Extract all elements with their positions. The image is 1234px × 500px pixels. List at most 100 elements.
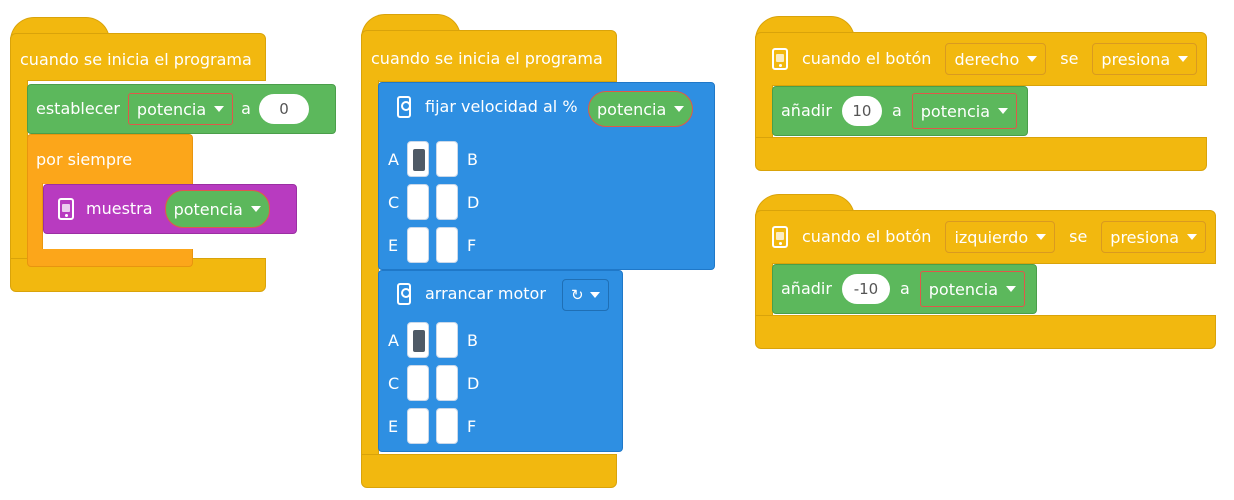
stack-bottom	[755, 315, 1216, 349]
stack-wrapper-side	[755, 85, 773, 145]
motor-icon	[397, 96, 411, 118]
port-f-toggle[interactable]	[436, 408, 458, 444]
port-label-e: E	[388, 417, 399, 436]
port-b-toggle[interactable]	[436, 141, 458, 177]
port-d-toggle[interactable]	[436, 365, 458, 401]
add-variable-name: potencia	[920, 101, 990, 121]
speed-variable-name: potencia	[597, 99, 667, 119]
port-label-a: A	[388, 150, 399, 169]
add-variable-dropdown[interactable]: potencia	[919, 271, 1025, 307]
set-label: establecer	[36, 99, 120, 118]
port-label-d: D	[467, 193, 480, 212]
port-d-toggle[interactable]	[436, 184, 458, 220]
button-choice: derecho	[954, 49, 1020, 69]
set-value-input[interactable]: 0	[258, 94, 309, 124]
port-label-f: F	[467, 236, 477, 255]
display-block[interactable]: muestra potencia	[43, 184, 297, 234]
stack-program-start-2[interactable]: cuando se inicia el programa fijar veloc…	[361, 14, 721, 488]
add-to-label: a	[891, 101, 902, 120]
se-label: se	[1069, 227, 1088, 246]
chevron-down-icon	[1187, 234, 1198, 240]
chevron-down-icon	[214, 106, 225, 112]
port-e-toggle[interactable]	[407, 227, 429, 263]
display-label: muestra	[86, 199, 153, 218]
stack-bottom	[755, 137, 1207, 171]
add-to-label: a	[899, 279, 910, 298]
display-variable-dropdown[interactable]: potencia	[164, 190, 270, 228]
hat-label: cuando el botón	[802, 227, 932, 246]
chevron-down-icon	[998, 108, 1008, 114]
hat-block[interactable]: cuando se inicia el programa	[361, 30, 617, 82]
chevron-down-icon	[1006, 286, 1016, 292]
port-e-toggle[interactable]	[407, 408, 429, 444]
hat-label: cuando el botón	[802, 49, 932, 68]
hat-label: cuando se inicia el programa	[371, 49, 603, 68]
port-b-toggle[interactable]	[436, 322, 458, 358]
port-c-toggle[interactable]	[407, 365, 429, 401]
port-a-toggle[interactable]	[407, 322, 429, 358]
port-label-a: A	[388, 331, 399, 350]
port-f-toggle[interactable]	[436, 227, 458, 263]
hub-icon	[772, 48, 788, 70]
speed-variable-dropdown[interactable]: potencia	[588, 91, 694, 127]
port-label-b: B	[467, 150, 478, 169]
button-choice: izquierdo	[954, 227, 1029, 247]
add-variable-dropdown[interactable]: potencia	[911, 93, 1017, 129]
action-dropdown[interactable]: presiona	[1101, 221, 1207, 253]
port-label-f: F	[467, 417, 477, 436]
display-variable-name: potencia	[173, 199, 243, 219]
chevron-down-icon	[1178, 56, 1189, 62]
stack-program-start-1[interactable]: cuando se inicia el programa establecer …	[10, 17, 336, 292]
se-label: se	[1060, 49, 1079, 68]
add-to-variable-block[interactable]: añadir 10 a potencia	[772, 86, 1028, 136]
add-value-input[interactable]: -10	[841, 274, 890, 304]
direction-dropdown[interactable]: ↻	[562, 279, 609, 311]
add-value-input[interactable]: 10	[841, 96, 882, 126]
chevron-down-icon	[589, 292, 600, 298]
add-label: añadir	[781, 279, 832, 298]
stack-button-left[interactable]: cuando el botón izquierdo se presiona añ…	[755, 194, 1216, 349]
add-variable-name: potencia	[928, 279, 998, 299]
forever-block[interactable]: por siempre	[27, 134, 193, 184]
hat-label: cuando se inicia el programa	[20, 50, 252, 69]
port-label-d: D	[467, 374, 480, 393]
forever-bottom	[27, 249, 193, 267]
add-to-variable-block[interactable]: añadir -10 a potencia	[772, 264, 1037, 314]
hub-icon	[58, 198, 74, 220]
chevron-down-icon	[1036, 234, 1047, 240]
rotate-clockwise-icon: ↻	[571, 286, 584, 304]
port-c-toggle[interactable]	[407, 184, 429, 220]
stack-button-right[interactable]: cuando el botón derecho se presiona añad…	[755, 16, 1207, 171]
set-variable-dropdown[interactable]: potencia	[127, 93, 234, 125]
set-speed-label: fijar velocidad al %	[425, 97, 578, 116]
set-speed-block[interactable]: fijar velocidad al % potencia A B C D E …	[378, 82, 715, 270]
button-hat-block[interactable]: cuando el botón izquierdo se presiona	[755, 210, 1216, 264]
action-choice: presiona	[1101, 49, 1171, 69]
port-label-b: B	[467, 331, 478, 350]
action-choice: presiona	[1110, 227, 1180, 247]
start-motor-block[interactable]: arrancar motor ↻ A B C D E F	[378, 270, 623, 452]
chevron-down-icon	[250, 206, 261, 212]
port-label-c: C	[388, 193, 400, 212]
motor-icon	[397, 283, 411, 305]
set-variable-block[interactable]: establecer potencia a 0	[27, 84, 336, 134]
forever-side	[27, 183, 43, 253]
set-variable-name: potencia	[136, 99, 207, 119]
stack-wrapper-side	[10, 80, 28, 260]
start-motor-label: arrancar motor	[425, 284, 546, 303]
stack-bottom	[361, 454, 617, 488]
button-dropdown[interactable]: derecho	[945, 43, 1047, 75]
hat-block[interactable]: cuando se inicia el programa	[10, 33, 266, 81]
forever-label: por siempre	[36, 150, 133, 169]
port-a-toggle[interactable]	[407, 141, 429, 177]
action-dropdown[interactable]: presiona	[1092, 43, 1198, 75]
hub-icon	[772, 226, 788, 248]
button-hat-block[interactable]: cuando el botón derecho se presiona	[755, 32, 1207, 86]
port-label-c: C	[388, 374, 400, 393]
set-to-label: a	[241, 99, 251, 118]
button-dropdown[interactable]: izquierdo	[945, 221, 1056, 253]
add-label: añadir	[781, 101, 832, 120]
port-label-e: E	[388, 236, 399, 255]
stack-wrapper-side	[361, 80, 379, 460]
chevron-down-icon	[1027, 56, 1038, 62]
